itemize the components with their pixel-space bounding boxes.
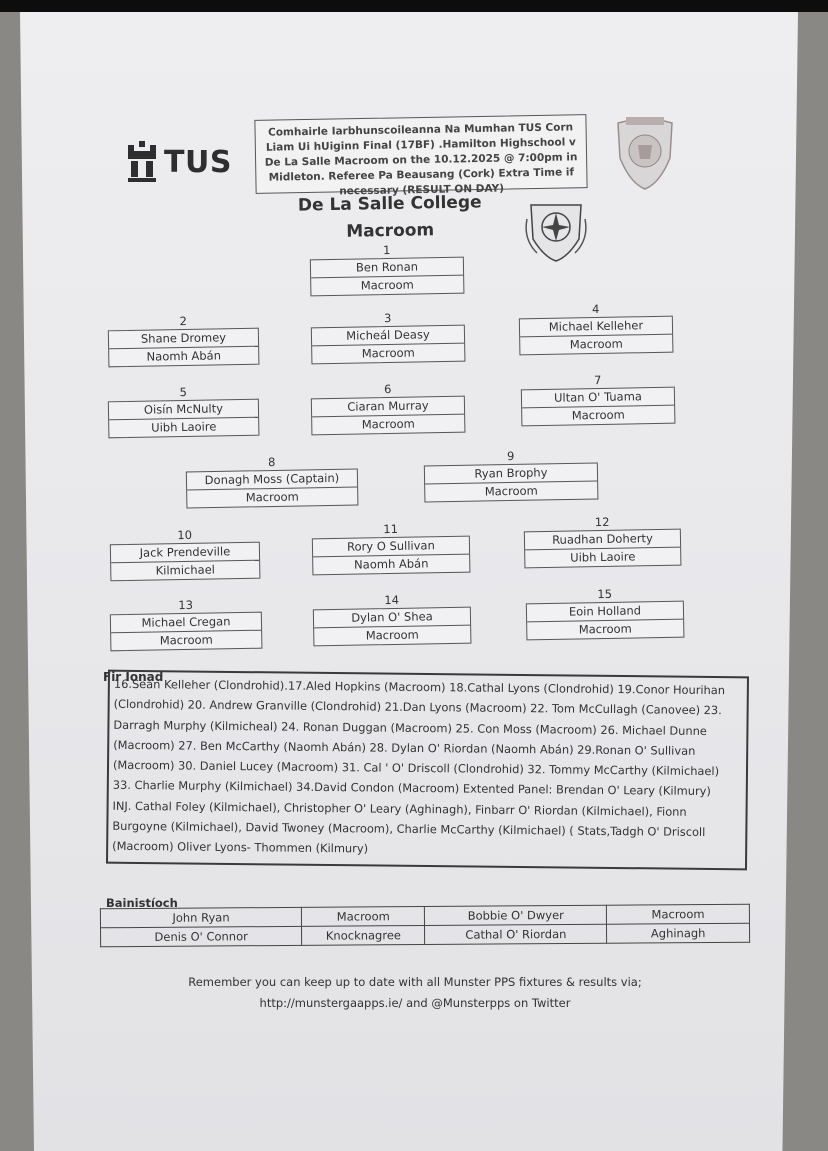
footer-line2: http://munstergaapps.ie/ and @Munsterpps… [259, 996, 571, 1010]
player-club: Macroom [569, 336, 623, 352]
footer-line1: Remember you can keep up to date with al… [188, 975, 642, 989]
player-club: Macroom [571, 407, 625, 423]
player-8: 8 Donagh Moss (Captain)Macroom [185, 454, 359, 509]
manager-club: Aghinagh [606, 923, 750, 944]
player-club: Macroom [159, 632, 213, 648]
top-black-edge [0, 0, 828, 12]
manager-name: John Ryan [100, 907, 302, 928]
school-crest-icon [525, 204, 587, 262]
subs-heading: Fir Ionad [103, 670, 164, 684]
manager-club: Macroom [301, 906, 425, 927]
manager-name: Bobbie O' Dwyer [424, 905, 607, 926]
manager-name: Cathal O' Riordan [424, 924, 607, 945]
logo-text: TUS [164, 144, 232, 180]
managers-heading: Bainistíoch [106, 896, 178, 910]
player-club: Macroom [365, 627, 419, 643]
paper-sheet [20, 12, 798, 1151]
player-club: Naomh Abán [353, 556, 429, 572]
player-club: Naomh Abán [146, 348, 222, 364]
player-club: Macroom [578, 621, 632, 637]
player-club: Macroom [484, 483, 538, 499]
school-name: De La Salle College Macroom [290, 189, 491, 246]
castle-icon [128, 141, 156, 182]
player-club: Uibh Laoire [151, 419, 217, 435]
school-name-line1: De La Salle College [297, 192, 482, 216]
manager-name: Denis O' Connor [100, 926, 302, 947]
managers-table: John Ryan Macroom Bobbie O' Dwyer Macroo… [100, 904, 750, 948]
player-club: Macroom [361, 416, 415, 432]
subs-list: 16.Sean Kelleher (Clondrohid).17.Aled Ho… [112, 676, 726, 856]
player-club: Macroom [361, 345, 415, 361]
player-club: Macroom [245, 489, 299, 505]
manager-club: Knocknagree [301, 925, 426, 946]
table-row: Denis O' Connor Knocknagree Cathal O' Ri… [100, 923, 750, 947]
player-club: Kilmichael [155, 562, 216, 578]
player-club: Macroom [360, 277, 414, 293]
footer-note: Remember you can keep up to date with al… [150, 972, 680, 1014]
tus-logo: TUS [126, 141, 232, 183]
manager-club: Macroom [606, 904, 750, 925]
player-club: Uibh Laoire [570, 549, 636, 565]
munster-crest-icon [617, 117, 673, 190]
fixture-info-box: Comhairle Iarbhunscoileanna Na Mumhan TU… [254, 114, 588, 197]
